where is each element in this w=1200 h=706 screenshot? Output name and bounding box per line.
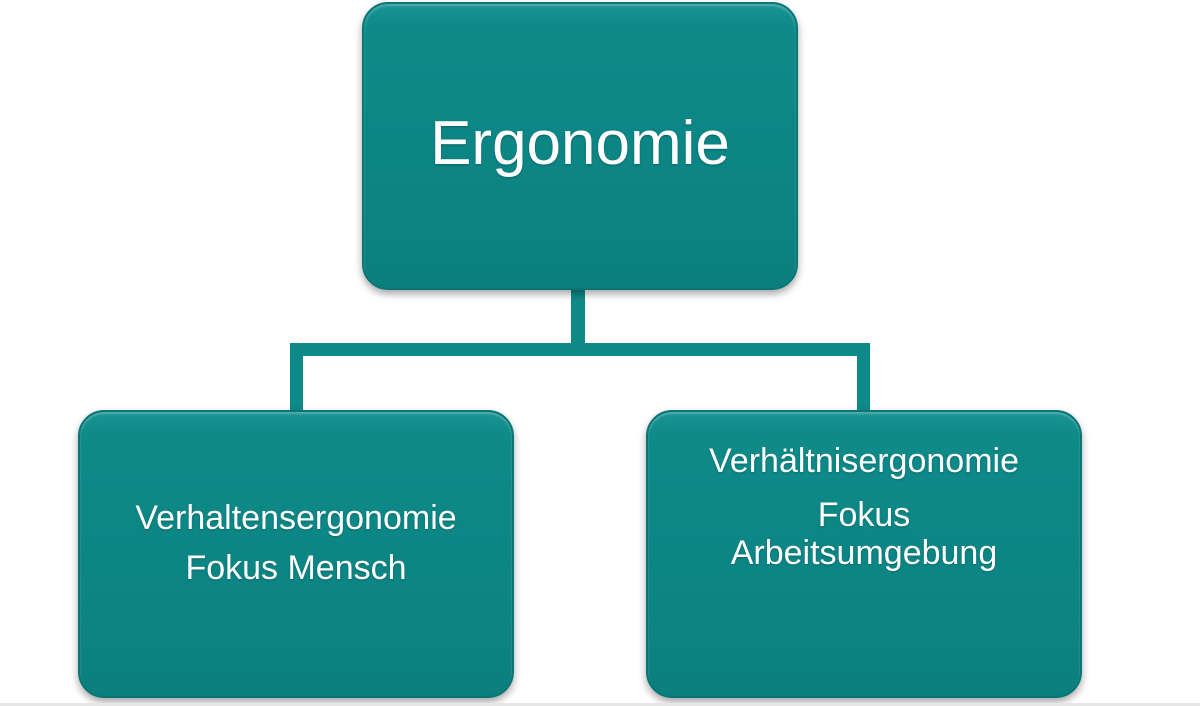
root-node-label: Ergonomie xyxy=(430,109,730,178)
child-node-right-focus-line2: Arbeitsumgebung xyxy=(730,534,998,573)
child-node-left-content: Verhaltensergonomie Fokus Mensch xyxy=(135,499,456,587)
connector-trunk xyxy=(571,288,585,348)
child-node-verhaltensergonomie: Verhaltensergonomie Fokus Mensch xyxy=(78,410,514,698)
root-node-ergonomie: Ergonomie xyxy=(362,2,798,290)
connector-left-branch xyxy=(290,343,303,411)
child-node-verhaeltnisergonomie: Verhältnisergonomie Fokus Arbeitsumgebun… xyxy=(646,410,1082,698)
child-node-right-focus-line1: Fokus xyxy=(817,495,911,534)
connector-right-branch xyxy=(857,343,870,411)
child-node-left-focus: Fokus Mensch xyxy=(185,549,407,587)
bottom-divider xyxy=(0,703,1200,706)
child-node-left-label: Verhaltensergonomie xyxy=(135,498,457,537)
child-node-right-label: Verhältnisergonomie xyxy=(709,441,1019,480)
child-node-right-content: Verhältnisergonomie Fokus Arbeitsumgebun… xyxy=(709,442,1019,572)
connector-horizontal xyxy=(290,343,870,356)
